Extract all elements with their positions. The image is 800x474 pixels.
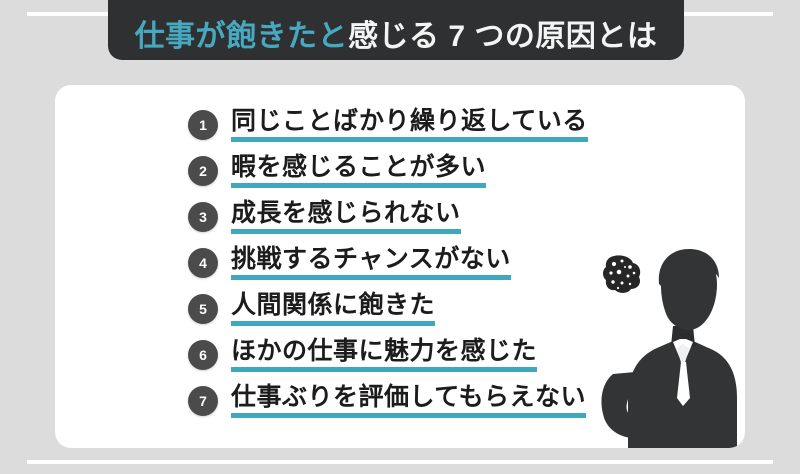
list-item-label: 仕事ぶりを評価してもらえない — [231, 384, 587, 419]
list-item-badge: 2 — [188, 156, 218, 186]
title-banner: 仕事が飽きたと感じる 7 つの原因とは — [108, 0, 684, 60]
reasons-list: 1 同じことばかり繰り返している 2 暇を感じることが多い 3 成長を感じられな… — [188, 102, 708, 424]
list-item: 1 同じことばかり繰り返している — [188, 102, 708, 148]
content-card: 1 同じことばかり繰り返している 2 暇を感じることが多い 3 成長を感じられな… — [55, 85, 745, 448]
page-title-plain: 感じる 7 つの原因とは — [348, 20, 658, 53]
page-title: 仕事が飽きたと感じる 7 つの原因とは — [135, 22, 658, 52]
page-title-accent: 仕事が飽きたと — [134, 20, 349, 53]
list-item-badge: 5 — [188, 294, 218, 324]
list-item: 6 ほかの仕事に魅力を感じた — [188, 332, 708, 378]
list-item-label: 挑戦するチャンスがない — [231, 246, 511, 281]
list-item-label: 人間関係に飽きた — [231, 292, 436, 327]
list-item-badge: 3 — [188, 202, 218, 232]
list-item-label: ほかの仕事に魅力を感じた — [231, 338, 538, 373]
tangled-thought-scribble-icon — [603, 255, 641, 293]
list-item: 3 成長を感じられない — [188, 194, 708, 240]
list-item-label: 暇を感じることが多い — [231, 154, 487, 189]
list-item-badge: 6 — [188, 340, 218, 370]
list-item-badge: 4 — [188, 248, 218, 278]
list-item: 7 仕事ぶりを評価してもらえない — [188, 378, 708, 424]
list-item: 2 暇を感じることが多い — [188, 148, 708, 194]
list-item-badge: 7 — [188, 386, 218, 416]
list-item-badge: 1 — [188, 110, 218, 140]
list-item-label: 成長を感じられない — [231, 200, 461, 235]
list-item: 4 挑戦するチャンスがない — [188, 240, 708, 286]
list-item: 5 人間関係に飽きた — [188, 286, 708, 332]
bottom-divider-rule — [27, 460, 773, 464]
list-item-label: 同じことばかり繰り返している — [231, 108, 588, 143]
thinking-businessman-silhouette-icon — [601, 248, 737, 448]
